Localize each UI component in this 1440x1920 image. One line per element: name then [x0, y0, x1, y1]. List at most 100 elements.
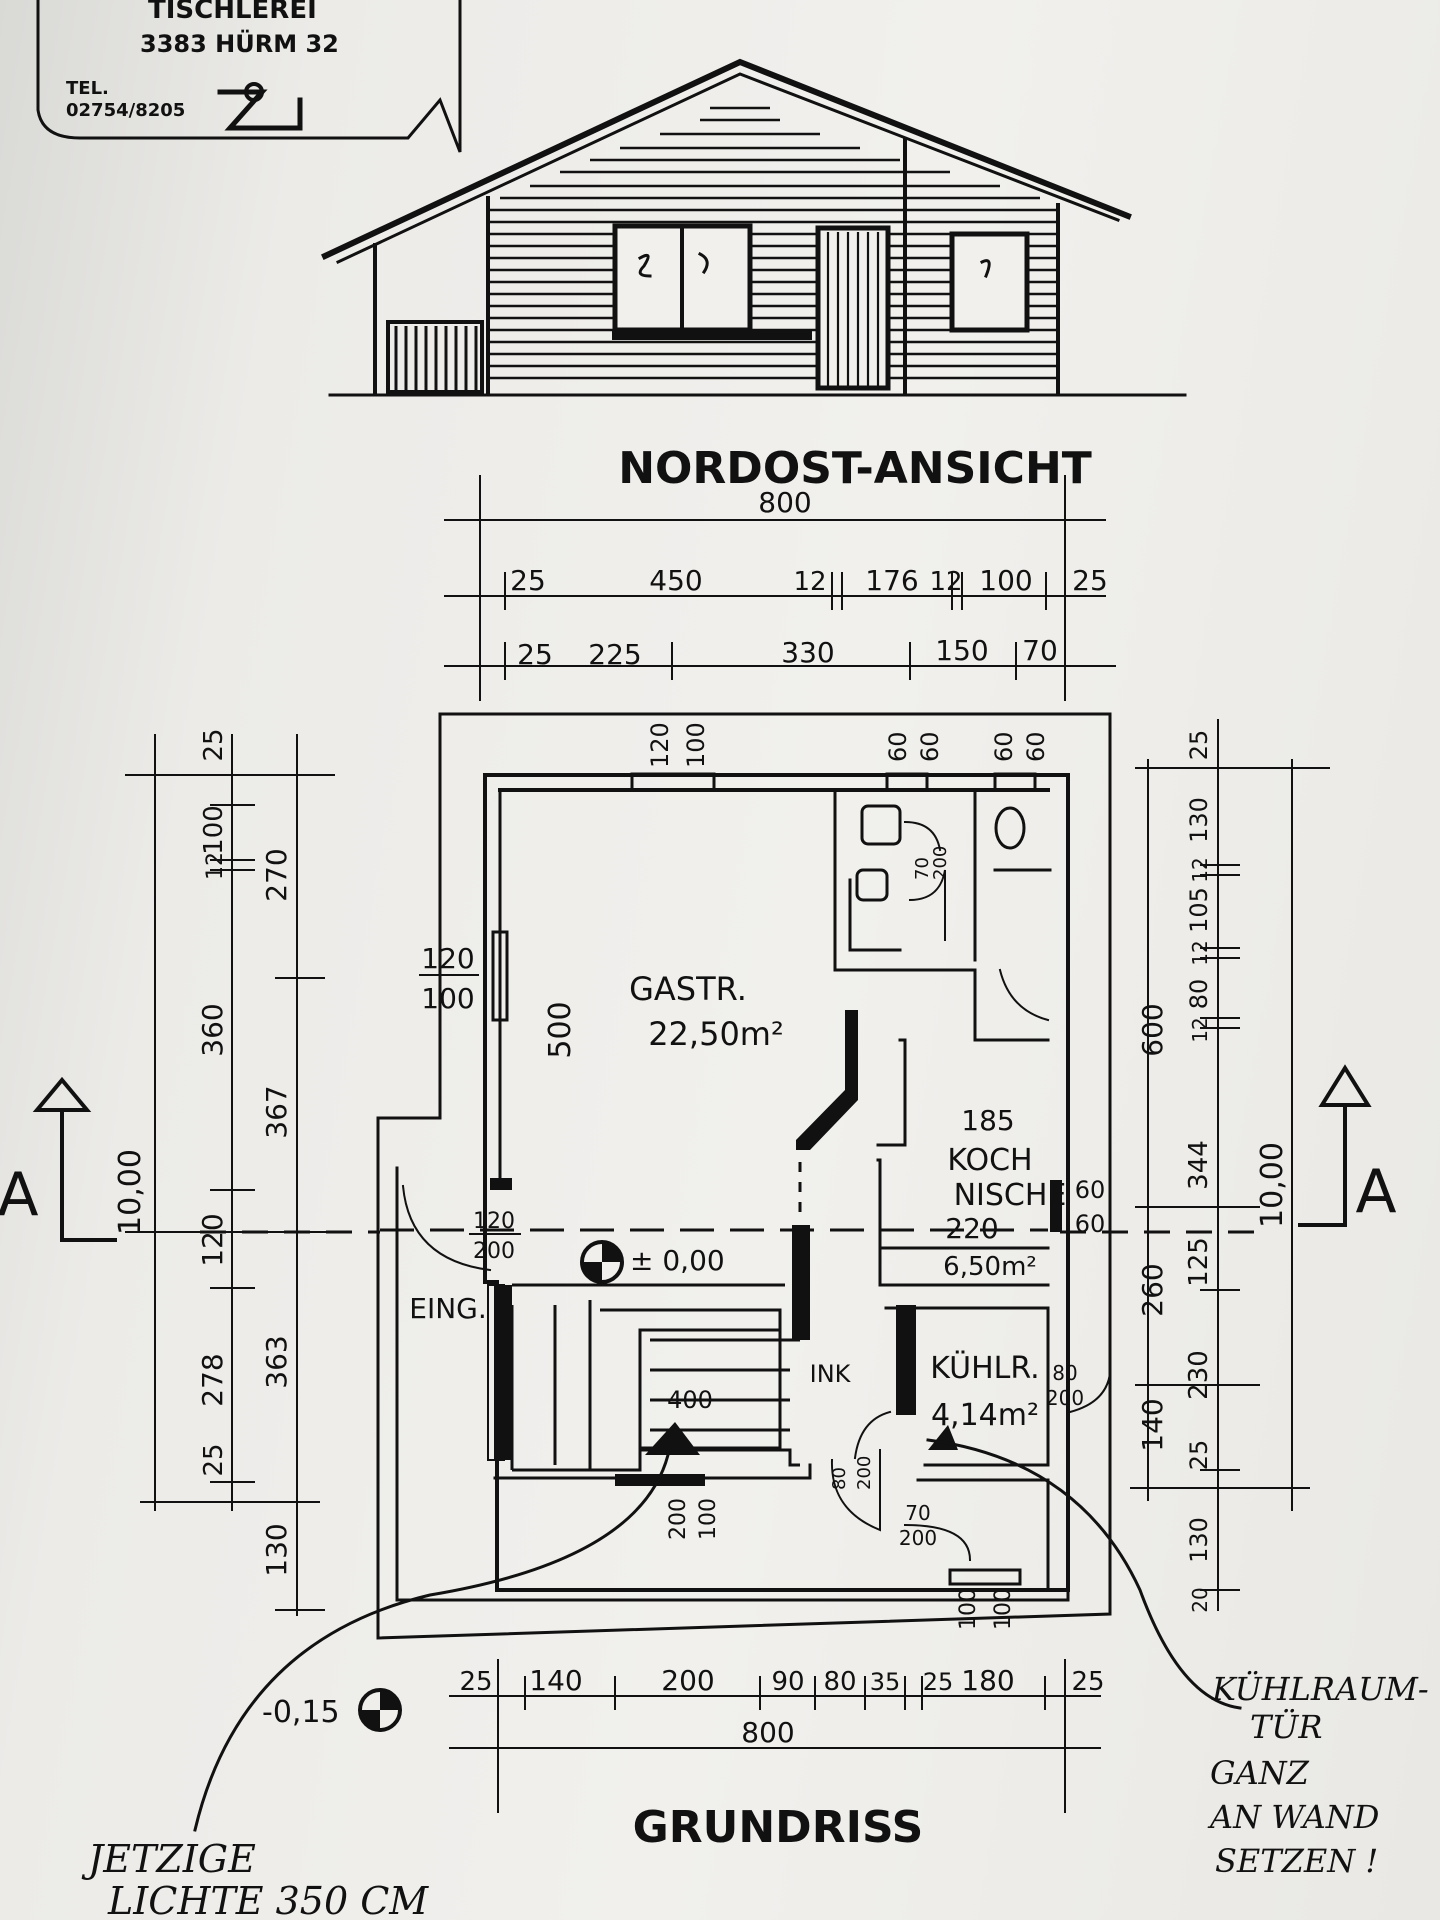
right-outer-dim: 600: [1136, 1003, 1169, 1056]
opening-wc-door-b: 200: [930, 846, 951, 880]
left-outer-dim: 270: [260, 848, 293, 901]
level-marker-outside: -0,15: [262, 1688, 402, 1732]
right-inner-dim: 25: [1185, 730, 1213, 761]
elevation-drawing: [321, 58, 1187, 397]
opening-left-window-b: 100: [421, 982, 474, 1015]
right-inner-dim: 25: [1185, 1440, 1213, 1471]
stamp-address: 3383 HÜRM 32: [140, 28, 339, 58]
opening-bottom-window-a: 100: [956, 1588, 981, 1630]
bottom-dim: 35: [870, 1668, 901, 1696]
bottom-dim: 25: [459, 1667, 492, 1697]
opening-front-door-a: 200: [666, 1498, 691, 1540]
room-gastraum-name: GASTR.: [629, 970, 747, 1008]
top-row2-dim: 330: [781, 636, 834, 669]
company-stamp: TISCHLEREI 3383 HÜRM 32 TEL. 02754/8205: [36, 0, 462, 153]
elevation-title: NORDOST-ANSICHT: [618, 443, 1092, 494]
bottom-dim: 200: [661, 1664, 714, 1697]
opening-small-door-b: 200: [854, 1456, 875, 1490]
handwritten-note-right: KÜHLRAUM- TÜR GANZ AN WAND SETZEN !: [926, 1438, 1429, 1880]
bottom-total-dim: 800: [741, 1716, 794, 1749]
top-row2-dim: 150: [935, 634, 988, 667]
top-row1-dim: 176: [865, 564, 918, 597]
floor-plan: [200, 712, 1255, 1640]
opening-top-3-a: 60: [990, 731, 1018, 762]
top-row1-dim: 25: [510, 564, 546, 597]
right-inner-dim: 12: [1188, 1017, 1212, 1042]
right-total-dim: 10,00: [1255, 1142, 1290, 1228]
section-marker-left: A: [0, 1076, 117, 1242]
opening-entrance-b: 200: [473, 1239, 515, 1264]
top-row1-dim: 25: [1072, 564, 1108, 597]
level-floor: ± 0,00: [630, 1244, 725, 1277]
right-inner-dim: 130: [1185, 1517, 1213, 1563]
stair-label: 400: [667, 1386, 713, 1414]
right-inner-dim: 80: [1185, 979, 1213, 1010]
left-inner-dim: 278: [196, 1353, 229, 1406]
room-kochnische-name-2: NISCHE: [954, 1178, 1067, 1213]
bottom-dim: 25: [923, 1668, 954, 1696]
opening-store-door-a: 70: [905, 1501, 930, 1525]
top-row1-dim: 450: [649, 564, 702, 597]
top-row1-dim: 12: [929, 567, 962, 597]
right-inner-dim: 125: [1184, 1237, 1214, 1287]
left-inner-dim: 100: [199, 805, 229, 855]
stamp-tel-number: 02754/8205: [66, 100, 185, 121]
note-left-line: JETZIGE: [81, 1837, 256, 1881]
section-marker-label: A: [0, 1160, 39, 1230]
bottom-dim: 25: [1071, 1667, 1104, 1697]
top-row2-dim: 70: [1022, 634, 1058, 667]
right-inner-dim: 230: [1184, 1350, 1214, 1400]
opening-kuehl-door-b: 200: [1046, 1386, 1084, 1410]
right-inner-dim: 12: [1188, 857, 1212, 882]
note-right-line: AN WAND: [1207, 1798, 1379, 1836]
bottom-dim: 140: [529, 1664, 582, 1697]
left-inner-dim: 360: [196, 1003, 229, 1056]
kochnische-depth: 220: [945, 1212, 998, 1245]
opening-top-2-b: 60: [916, 731, 944, 762]
right-outer-dim: 140: [1136, 1398, 1169, 1451]
section-marker-right: A: [1298, 1064, 1397, 1227]
note-right-line: GANZ: [1210, 1754, 1310, 1792]
room-kuehlraum-area: 4,14m²: [931, 1398, 1039, 1433]
left-inner-dim: 25: [199, 1443, 229, 1476]
left-inner-dim: 12: [203, 852, 228, 880]
bottom-dimensions: 25 140 200 90 80 35 25 180 25 800: [449, 1659, 1105, 1813]
opening-kuehl-door-a: 80: [1052, 1361, 1077, 1385]
opening-small-door-a: 80: [829, 1467, 850, 1490]
level-outside: -0,15: [262, 1695, 340, 1730]
right-inner-dim: 20: [1188, 1587, 1212, 1612]
top-total-dim: 800: [758, 486, 811, 519]
stamp-tel-label: TEL.: [66, 78, 109, 99]
opening-top-3-b: 60: [1022, 731, 1050, 762]
opening-top-1-a: 120: [646, 722, 674, 768]
room-gastraum-area: 22,50m²: [648, 1015, 784, 1053]
opening-right-window-b: 60: [1075, 1210, 1106, 1238]
right-inner-dim: 105: [1185, 887, 1213, 933]
room-eingang-label: EING.: [409, 1292, 487, 1325]
level-marker-floor: ± 0,00: [580, 1240, 725, 1284]
right-outer-dim: 260: [1136, 1263, 1169, 1316]
top-dimensions: 800 25 450 12 176 12 100 25 25 225 330 1…: [444, 475, 1116, 701]
opening-wc-door-a: 70: [912, 857, 933, 880]
handwritten-note-left: JETZIGE LICHTE 350 CM: [81, 1453, 670, 1920]
bottom-dim: 180: [961, 1664, 1014, 1697]
kochnische-width: 185: [961, 1104, 1014, 1137]
opening-top-2-a: 60: [884, 731, 912, 762]
note-right-line: SETZEN !: [1215, 1842, 1378, 1880]
room-kuehlraum-name: KÜHLR.: [930, 1350, 1039, 1386]
opening-top-1-b: 100: [682, 722, 710, 768]
right-dimensions: 600 260 140 25 130 12 105 12 80 12 344 1…: [1130, 719, 1330, 1613]
opening-store-door-b: 200: [899, 1526, 937, 1550]
opening-front-door-b: 100: [696, 1498, 721, 1540]
right-inner-dim: 344: [1184, 1140, 1214, 1190]
left-outer-dim: 367: [260, 1085, 293, 1138]
plan-title: GRUNDRISS: [633, 1802, 924, 1853]
left-outer-dim: 363: [260, 1335, 293, 1388]
bottom-dim: 80: [823, 1667, 856, 1697]
note-left-line: LICHTE 350 CM: [107, 1879, 429, 1920]
left-total-dim: 10,00: [113, 1149, 148, 1235]
top-row2-dim: 225: [588, 638, 641, 671]
top-row2-dim: 25: [517, 638, 553, 671]
